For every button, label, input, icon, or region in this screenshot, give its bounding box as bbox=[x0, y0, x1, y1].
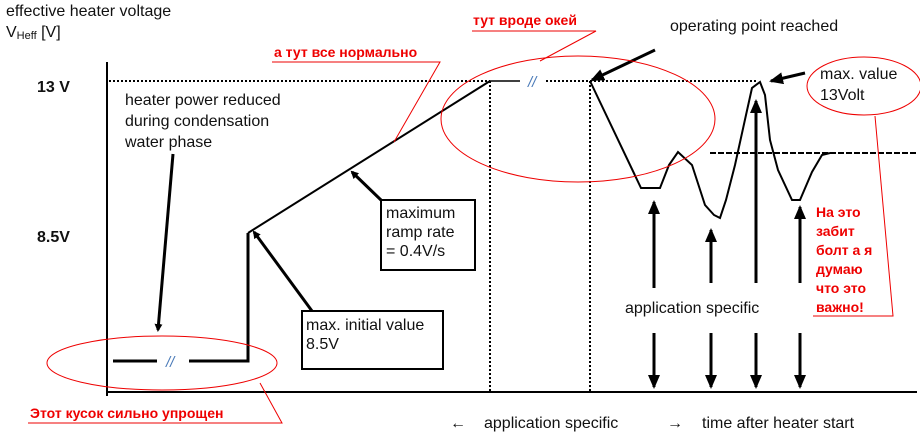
important-line-2: забит bbox=[816, 223, 855, 239]
important-line-1: На это bbox=[816, 204, 861, 220]
x-right-arrow: → bbox=[667, 415, 683, 432]
application-specific-label: application specific bbox=[625, 300, 759, 317]
x-left-arrow: ← bbox=[450, 415, 466, 432]
annotation-normal: а тут все нормально bbox=[274, 44, 417, 60]
annotation-shapes bbox=[28, 30, 920, 424]
annotation-ellipse-max-value bbox=[806, 56, 920, 116]
heater-reduced-line3: water phase bbox=[124, 134, 212, 151]
heater-reduced-line1: heater power reduced bbox=[125, 92, 281, 109]
initial-value-arrow bbox=[252, 230, 314, 312]
important-line-3: болт а я bbox=[816, 242, 872, 258]
x-axis-app-specific: application specific bbox=[484, 415, 618, 432]
annotation-ellipse-low-segment bbox=[46, 335, 278, 391]
annotation-leader-simplified bbox=[28, 382, 283, 424]
operating-point-arrow bbox=[590, 48, 656, 82]
heater-reduced-arrow bbox=[154, 153, 175, 332]
ramp-box-line1: maximum bbox=[386, 205, 455, 222]
important-line-5: что это bbox=[816, 280, 866, 296]
operating-point-label: operating point reached bbox=[670, 18, 838, 35]
important-line-4: думаю bbox=[816, 261, 863, 277]
initial-box-line1: max. initial value bbox=[306, 317, 424, 334]
tick-8-5v: 8.5V bbox=[37, 229, 70, 246]
annotation-leader-normal bbox=[272, 61, 441, 143]
ramp-rate-box bbox=[380, 199, 476, 271]
y-axis-title: effective heater voltage bbox=[6, 3, 171, 20]
application-specific-arrows bbox=[648, 99, 806, 389]
annotation-leader-important bbox=[813, 115, 894, 317]
annotation-okay: тут вроде окей bbox=[473, 12, 577, 28]
max-value-line1: max. value bbox=[820, 66, 897, 83]
ramp-box-line2: ramp rate bbox=[386, 224, 455, 241]
break-mark: // bbox=[527, 74, 538, 91]
heater-reduced-line2: during condensation bbox=[125, 113, 269, 130]
ramp-box-line3: = 0.4V/s bbox=[386, 243, 445, 260]
y-axis-unit: VHeff [V] bbox=[6, 24, 61, 42]
initial-box-line2: 8.5V bbox=[306, 336, 339, 353]
initial-step bbox=[189, 233, 250, 363]
important-line-6: важно! bbox=[816, 299, 864, 315]
tick-13v: 13 V bbox=[37, 79, 70, 96]
x-axis-title: time after heater start bbox=[702, 415, 855, 432]
break-mark-low: // bbox=[165, 354, 176, 371]
max-value-arrow bbox=[769, 71, 806, 85]
voltage-curve bbox=[589, 80, 831, 220]
initial-value-box bbox=[301, 310, 444, 370]
annotation-important: На это забит болт а я думаю что это важн… bbox=[816, 204, 872, 315]
annotation-simplified: Этот кусок сильно упрощен bbox=[30, 405, 223, 421]
max-value-line2: 13Volt bbox=[820, 87, 865, 104]
annotation-leader-okay bbox=[472, 30, 597, 62]
ramp-arrow bbox=[350, 170, 383, 202]
annotation-ellipse-ramp-top bbox=[440, 55, 716, 183]
ramp-line bbox=[247, 80, 491, 234]
